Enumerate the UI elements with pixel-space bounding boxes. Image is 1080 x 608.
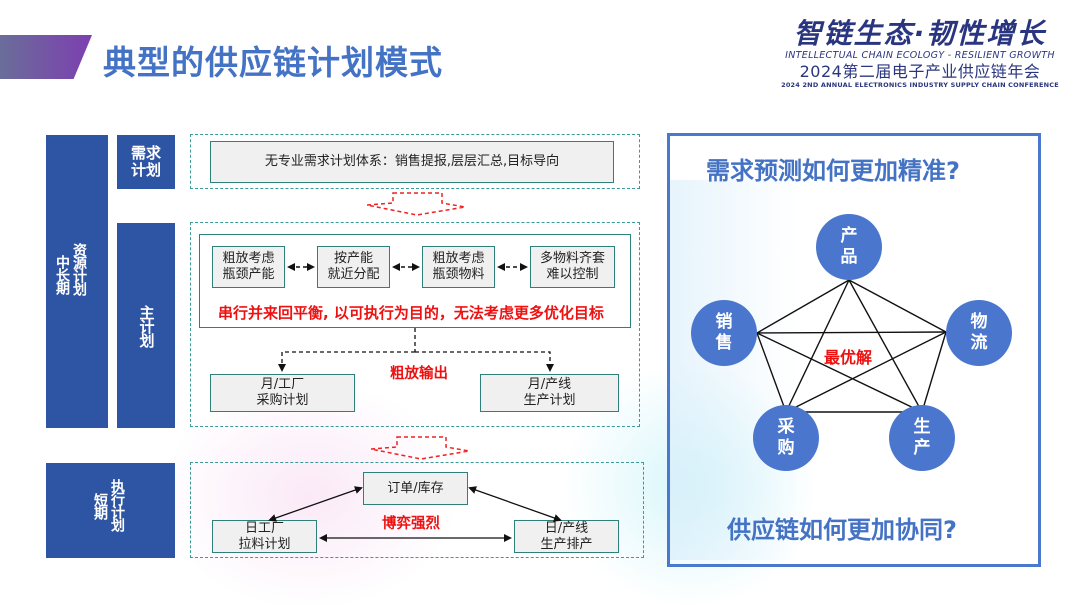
node-sales: 销售 [691, 300, 757, 366]
master-step-3: 粗放考虑瓶颈物料 [422, 246, 495, 288]
monthly-procurement-plan: 月/工厂采购计划 [210, 374, 355, 412]
node-logistics: 物流 [946, 300, 1012, 366]
label-master-plan: 主计划 [117, 223, 175, 428]
node-label: 物流 [970, 312, 988, 353]
optimal-solution-label: 最优解 [824, 348, 873, 367]
label-mid-long-term-a: 资源计划 [71, 243, 87, 295]
execution-plan-container [190, 462, 644, 558]
label-demand-plan: 需求计划 [117, 135, 175, 189]
conference-logo: 智链生态·韧性增长 INTELLECTUAL CHAIN ECOLOGY - R… [780, 18, 1060, 90]
question-demand-forecast: 需求预测如何更加精准? [706, 157, 960, 185]
label-mid-long-term-b: 中长期 [54, 255, 70, 294]
monthly-production-plan: 月/产线生产计划 [480, 374, 619, 412]
label-mid-long-term: 中长期 资源计划 [46, 135, 108, 428]
node-production: 生产 [889, 405, 955, 471]
daily-material-plan: 日工厂拉料计划 [212, 520, 317, 553]
master-plan-note: 串行并来回平衡, 以可执行为目的，无法考虑更多优化目标 [218, 304, 604, 322]
master-plan-container [190, 222, 640, 427]
node-label: 采购 [777, 417, 795, 458]
node-label: 产品 [840, 226, 858, 267]
node-product: 产品 [816, 214, 882, 280]
flow-arrow-demand-to-master [366, 192, 466, 216]
daily-production-schedule: 日/产线生产排产 [514, 520, 619, 553]
execution-note: 博弈强烈 [382, 516, 440, 532]
node-label: 销售 [715, 312, 733, 353]
question-supply-chain-collaboration: 供应链如何更加协同? [727, 516, 957, 544]
label-short-term-a: 执行计划 [109, 479, 125, 531]
rough-output-label: 粗放输出 [390, 366, 448, 382]
logo-slogan: 智链生态·韧性增长 [793, 17, 1047, 50]
demand-plan-container [190, 134, 640, 189]
logo-slogan-en: INTELLECTUAL CHAIN ECOLOGY - RESILIENT G… [785, 50, 1055, 61]
logo-conference-name: 2024第二届电子产业供应链年会 [799, 62, 1041, 81]
demand-plan-box: 无专业需求计划体系：销售提报,层层汇总,目标导向 [210, 141, 614, 183]
order-inventory-box: 订单/库存 [363, 472, 468, 505]
label-short-term-b: 短期 [92, 493, 108, 519]
logo-conference-name-en: 2024 2ND ANNUAL ELECTRONICS INDUSTRY SUP… [781, 81, 1059, 89]
master-step-1: 粗放考虑瓶颈产能 [212, 246, 285, 288]
master-step-4: 多物料齐套难以控制 [530, 246, 615, 288]
page-title: 典型的供应链计划模式 [103, 43, 443, 82]
node-procurement: 采购 [753, 405, 819, 471]
label-short-term: 短期 执行计划 [46, 463, 175, 558]
node-label: 生产 [913, 417, 931, 458]
title-accent-bar [0, 35, 92, 79]
right-panel [667, 133, 1041, 567]
master-step-2: 按产能就近分配 [317, 246, 390, 288]
